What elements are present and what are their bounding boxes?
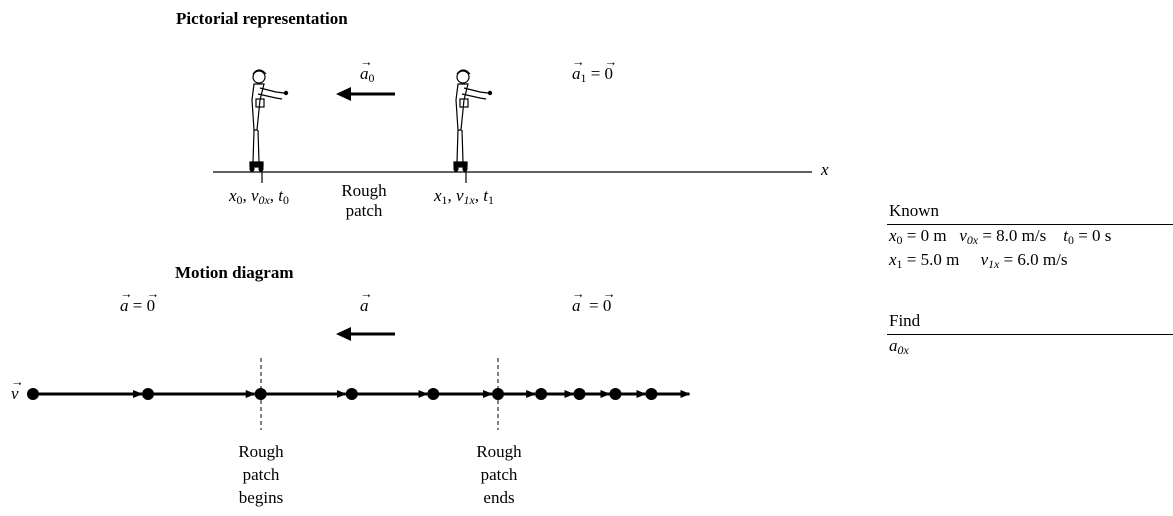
position-dot — [142, 388, 155, 400]
start-point-label: x0, v0x, t0 — [229, 186, 289, 207]
position-dot — [254, 388, 267, 400]
end-point-label: x1, v1x, t1 — [434, 186, 494, 207]
x-axis-label: x — [821, 160, 829, 179]
known-title: Known — [889, 201, 940, 220]
motion-heading: Motion diagram — [175, 263, 294, 282]
motion-accel-left-label: a = 0 — [120, 287, 155, 316]
motion-diagram — [27, 388, 691, 400]
skater-figure-start — [249, 69, 289, 172]
pictorial-heading: Pictorial representation — [176, 9, 348, 28]
find-title: Find — [889, 311, 921, 330]
skater-figure-end — [453, 69, 493, 172]
find-value: a0x — [889, 336, 909, 357]
position-dot — [535, 388, 548, 400]
accel-arrow-motion — [336, 327, 395, 341]
position-dot — [645, 388, 658, 400]
position-dot — [427, 388, 440, 400]
motion-accel-right-label: a = 0 — [572, 287, 611, 316]
position-dot — [573, 388, 586, 400]
find-rule — [887, 334, 1173, 335]
accel-arrow-pictorial — [336, 87, 395, 101]
position-dot — [27, 388, 39, 400]
position-dot — [492, 388, 504, 400]
accel-a0-label: a0 — [360, 55, 374, 86]
known-row-2: x1 = 5.0 m v1x = 6.0 m/s — [889, 250, 1068, 271]
velocity-label: v — [11, 375, 19, 404]
accel-a1-label: a1= 0 = 0 — [572, 55, 613, 86]
known-rule — [887, 224, 1173, 225]
known-row-1: x0 = 0 m v0x = 8.0 m/s t0 = 0 s — [889, 226, 1112, 247]
position-dot — [609, 388, 622, 400]
motion-accel-middle-label: a — [360, 287, 369, 316]
position-dot — [345, 388, 358, 400]
